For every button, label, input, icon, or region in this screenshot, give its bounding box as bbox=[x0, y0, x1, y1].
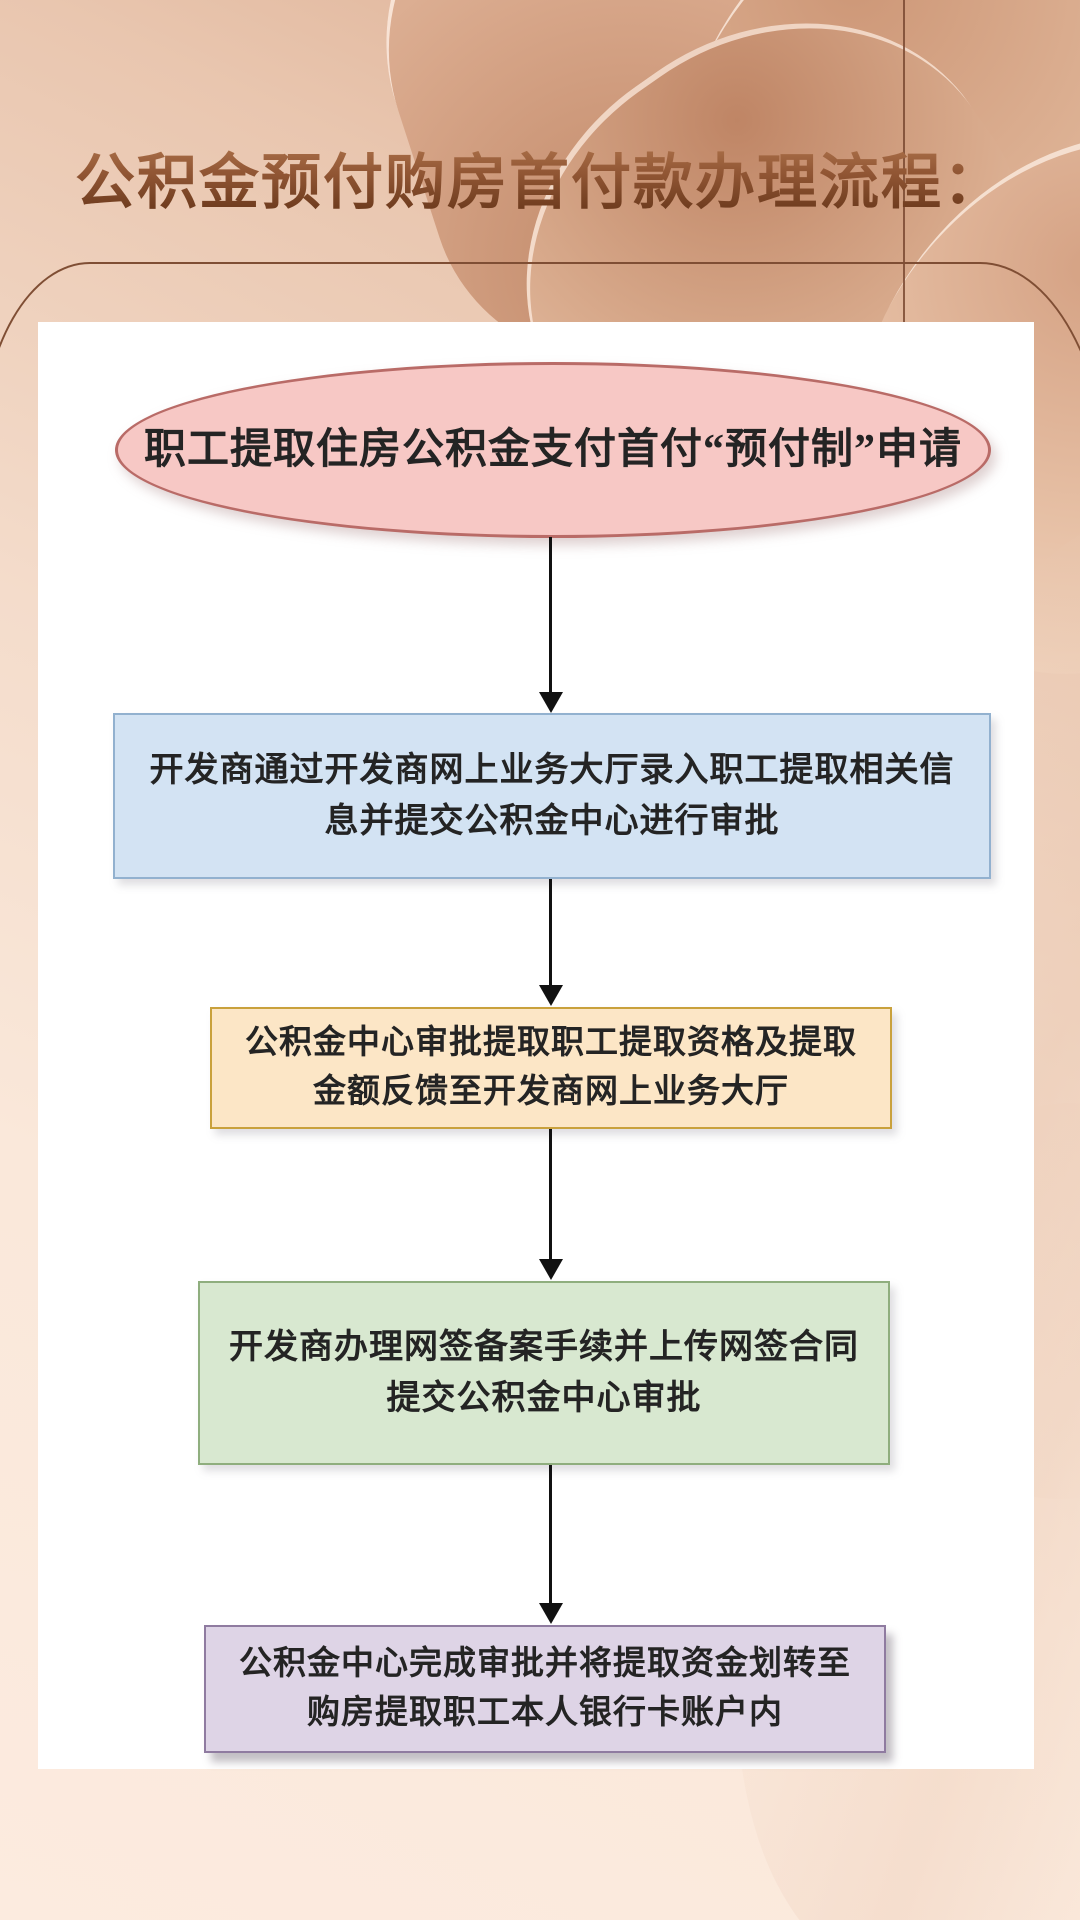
flow-node-start-label: 职工提取住房公积金支付首付“预付制”申请 bbox=[143, 426, 962, 473]
flow-node-step1-label: 开发商通过开发商网上业务大厅录入职工提取相关信息并提交公积金中心进行审批 bbox=[149, 752, 955, 840]
page-title: 公积金预付购房首付款办理流程： bbox=[75, 134, 1015, 221]
flow-node-step4-label: 公积金中心完成审批并将提取资金划转至购房提取职工本人银行卡账户内 bbox=[239, 1645, 851, 1732]
flow-node-step3-label: 开发商办理网签备案手续并上传网签合同提交公积金中心审批 bbox=[229, 1329, 859, 1417]
flow-node-start: 职工提取住房公积金支付首付“预付制”申请 bbox=[115, 362, 991, 538]
vertical-accent-line bbox=[903, 0, 905, 322]
flow-node-step2-label: 公积金中心审批提取职工提取资格及提取金额反馈至开发商网上业务大厅 bbox=[245, 1024, 857, 1111]
flow-node-step2: 公积金中心审批提取职工提取资格及提取金额反馈至开发商网上业务大厅 bbox=[210, 1007, 892, 1129]
down-arrow bbox=[539, 1129, 563, 1280]
flow-node-step3: 开发商办理网签备案手续并上传网签合同提交公积金中心审批 bbox=[198, 1281, 890, 1465]
down-arrow bbox=[539, 537, 563, 713]
content-card-border bbox=[0, 262, 1080, 1920]
flow-node-step1: 开发商通过开发商网上业务大厅录入职工提取相关信息并提交公积金中心进行审批 bbox=[113, 713, 991, 879]
down-arrow bbox=[539, 879, 563, 1006]
flow-node-step4: 公积金中心完成审批并将提取资金划转至购房提取职工本人银行卡账户内 bbox=[204, 1625, 886, 1753]
down-arrow bbox=[539, 1465, 563, 1624]
